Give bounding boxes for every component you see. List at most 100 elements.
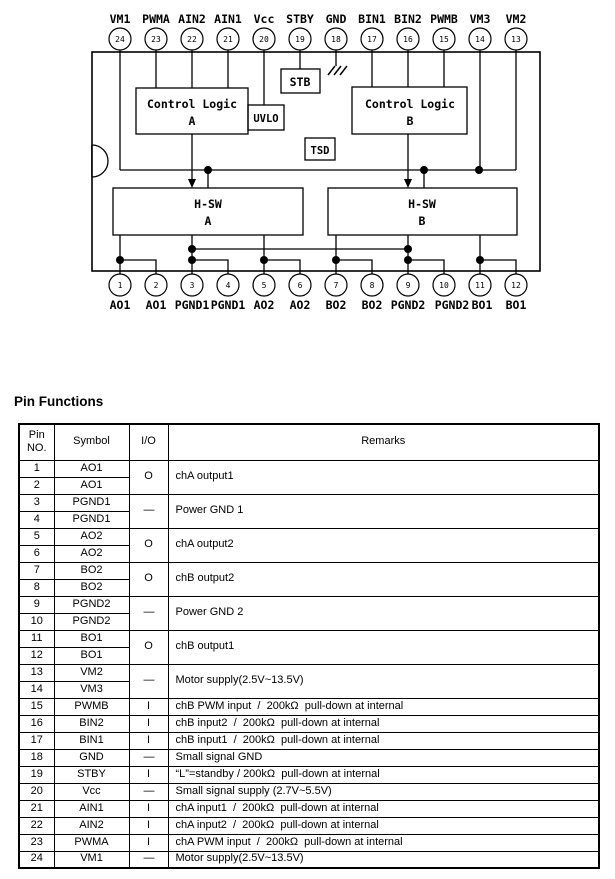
control-logic-b-label-1: Control Logic bbox=[365, 97, 455, 111]
io-cell: O bbox=[128, 561, 169, 597]
pin-number: 21 bbox=[223, 35, 233, 44]
pin-number: 16 bbox=[403, 35, 413, 44]
pin-circle bbox=[288, 273, 312, 297]
symbol-cell: PGND1 bbox=[53, 493, 130, 512]
symbol-cell: STBY bbox=[53, 765, 130, 784]
stb-label: STB bbox=[290, 75, 311, 89]
pin-circle bbox=[504, 273, 528, 297]
top-pins: 24VM123PWMA22AIN221AIN120Vcc19STBY18GND1… bbox=[108, 12, 528, 51]
pin-circle bbox=[180, 27, 204, 51]
io-cell: I bbox=[128, 697, 169, 716]
pin-no-cell: 1 bbox=[18, 459, 55, 478]
remarks-cell: chA input2 / 200kΩ pull-down at internal bbox=[167, 816, 600, 835]
pin-name-label: BO1 bbox=[472, 298, 493, 312]
pin-no-cell: 5 bbox=[18, 527, 55, 546]
pin-circle bbox=[432, 273, 456, 297]
remarks-cell: “L”=standby / 200kΩ pull-down at interna… bbox=[167, 765, 600, 784]
io-cell: I bbox=[128, 714, 169, 733]
pin-circle bbox=[216, 273, 240, 297]
remarks-cell: Motor supply(2.5V~13.5V) bbox=[167, 850, 600, 869]
pin-circle bbox=[144, 273, 168, 297]
remarks-cell: Power GND 2 bbox=[167, 595, 600, 631]
pin-number: 1 bbox=[118, 281, 123, 290]
pin-name-label: STBY bbox=[286, 12, 314, 26]
remarks-cell: chB output2 bbox=[167, 561, 600, 597]
pin-name-label: AO1 bbox=[146, 298, 167, 312]
pin-name-label: BO2 bbox=[362, 298, 383, 312]
pin-circle bbox=[180, 273, 204, 297]
remarks-cell: Small signal GND bbox=[167, 748, 600, 767]
ground-icon bbox=[327, 65, 348, 76]
remarks-cell: Motor supply(2.5V~13.5V) bbox=[167, 663, 600, 699]
symbol-cell: GND bbox=[53, 748, 130, 767]
tsd-label: TSD bbox=[311, 145, 330, 157]
header-pin-no: Pin NO. bbox=[18, 423, 55, 461]
pin-number: 14 bbox=[475, 35, 485, 44]
io-cell: I bbox=[128, 799, 169, 818]
symbol-cell: BO1 bbox=[53, 646, 130, 665]
pin-no-cell: 4 bbox=[18, 510, 55, 529]
remarks-cell: chB input1 / 200kΩ pull-down at internal bbox=[167, 731, 600, 750]
symbol-cell: AIN1 bbox=[53, 799, 130, 818]
pin-no-cell: 12 bbox=[18, 646, 55, 665]
h-sw-a-label-1: H-SW bbox=[194, 197, 222, 211]
pin-name-label: VM1 bbox=[110, 12, 131, 26]
pin-circle bbox=[144, 27, 168, 51]
pin-number: 5 bbox=[262, 281, 267, 290]
symbol-cell: AO2 bbox=[53, 544, 130, 563]
pin-no-cell: 14 bbox=[18, 680, 55, 699]
remarks-cell: Small signal supply (2.7V~5.5V) bbox=[167, 782, 600, 801]
pin-circle bbox=[396, 27, 420, 51]
pin-circle bbox=[468, 27, 492, 51]
pin-number: 7 bbox=[334, 281, 339, 290]
ic-block-diagram: Control Logic A Control Logic B UVLO STB… bbox=[91, 12, 541, 312]
pin-no-cell: 20 bbox=[18, 782, 55, 801]
pin-circle bbox=[324, 27, 348, 51]
pin-name-label: PGND2 bbox=[391, 298, 426, 312]
pin-number: 3 bbox=[190, 281, 195, 290]
io-cell: I bbox=[128, 833, 169, 852]
pin-no-cell: 18 bbox=[18, 748, 55, 767]
arrowheads bbox=[188, 179, 412, 188]
uvlo-block bbox=[247, 104, 285, 131]
pin-number: 19 bbox=[295, 35, 305, 44]
pin-number: 20 bbox=[259, 35, 269, 44]
pin-no-cell: 21 bbox=[18, 799, 55, 818]
pin-number: 2 bbox=[154, 281, 159, 290]
pin-no-cell: 17 bbox=[18, 731, 55, 750]
symbol-cell: BIN1 bbox=[53, 731, 130, 750]
pin-no-cell: 2 bbox=[18, 476, 55, 495]
h-sw-b-label-2: B bbox=[419, 214, 426, 228]
ic-body-outline bbox=[91, 51, 541, 272]
symbol-cell: PGND1 bbox=[53, 510, 130, 529]
pin-name-label: GND bbox=[326, 12, 347, 26]
pin-circle bbox=[324, 273, 348, 297]
symbol-cell: BO1 bbox=[53, 629, 130, 648]
control-logic-b-label-2: B bbox=[407, 114, 414, 128]
symbol-cell: VM2 bbox=[53, 663, 130, 682]
pin-no-cell: 24 bbox=[18, 850, 55, 869]
symbol-cell: PWMB bbox=[53, 697, 130, 716]
pin-no-cell: 8 bbox=[18, 578, 55, 597]
symbol-cell: PWMA bbox=[53, 833, 130, 852]
symbol-cell: Vcc bbox=[53, 782, 130, 801]
io-cell: — bbox=[128, 748, 169, 767]
symbol-cell: BO2 bbox=[53, 578, 130, 597]
pin-no-cell: 11 bbox=[18, 629, 55, 648]
pin-number: 18 bbox=[331, 35, 341, 44]
pin-name-label: BIN2 bbox=[394, 12, 422, 26]
pin-name-label: PWMB bbox=[430, 12, 458, 26]
pin-name-label: AO2 bbox=[290, 298, 311, 312]
symbol-cell: AO1 bbox=[53, 476, 130, 495]
